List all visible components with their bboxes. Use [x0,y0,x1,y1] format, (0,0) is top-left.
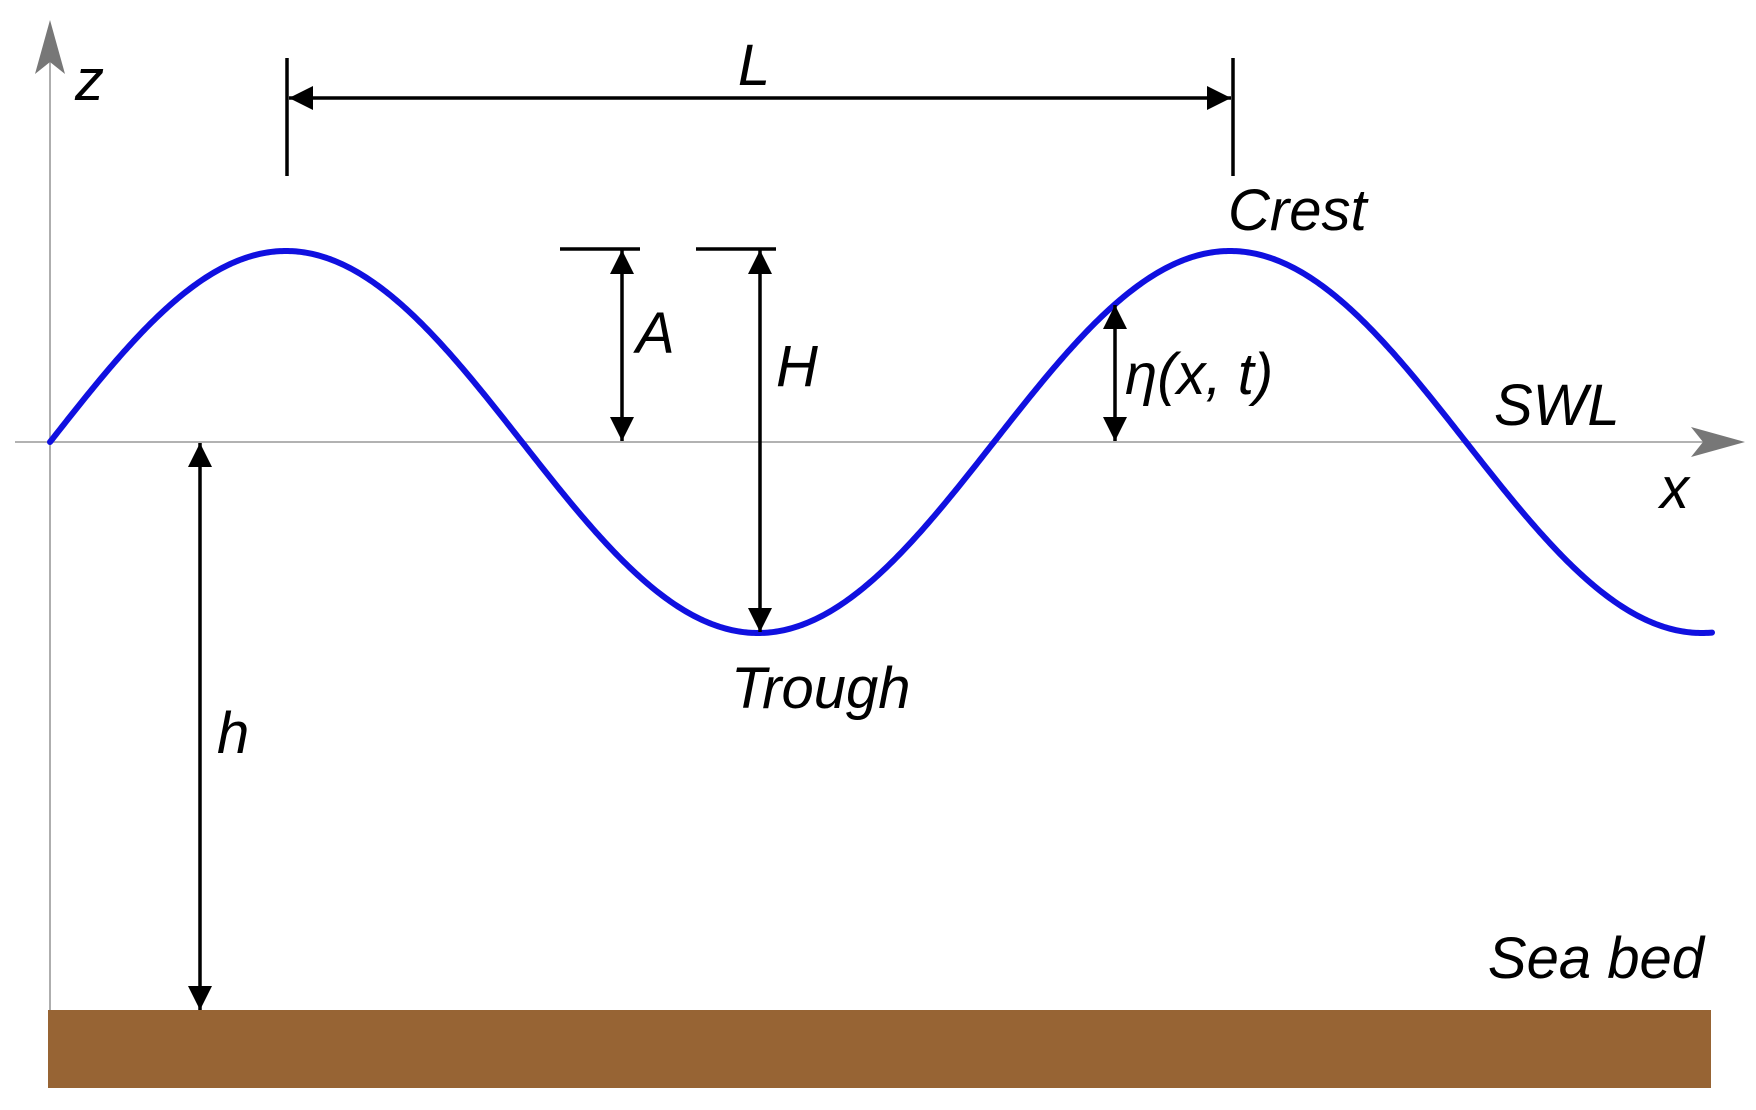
depth-label: h [217,701,249,766]
x-axis-arrowhead [1691,427,1745,457]
elevation-label: η(x, t) [1125,342,1273,407]
crest-label: Crest [1228,178,1369,243]
trough-label: Trough [731,656,910,721]
z-axis-arrowhead [35,20,65,74]
swl-label: SWL [1494,373,1620,438]
sea-bed [48,1010,1711,1088]
x-axis-label: x [1657,456,1691,521]
z-axis-label: z [74,48,104,113]
sea-bed-label: Sea bed [1488,926,1706,991]
amplitude-label: A [633,301,675,366]
wavelength-label: L [738,33,770,98]
wave-profile [47,248,1715,636]
height-label: H [776,334,818,399]
